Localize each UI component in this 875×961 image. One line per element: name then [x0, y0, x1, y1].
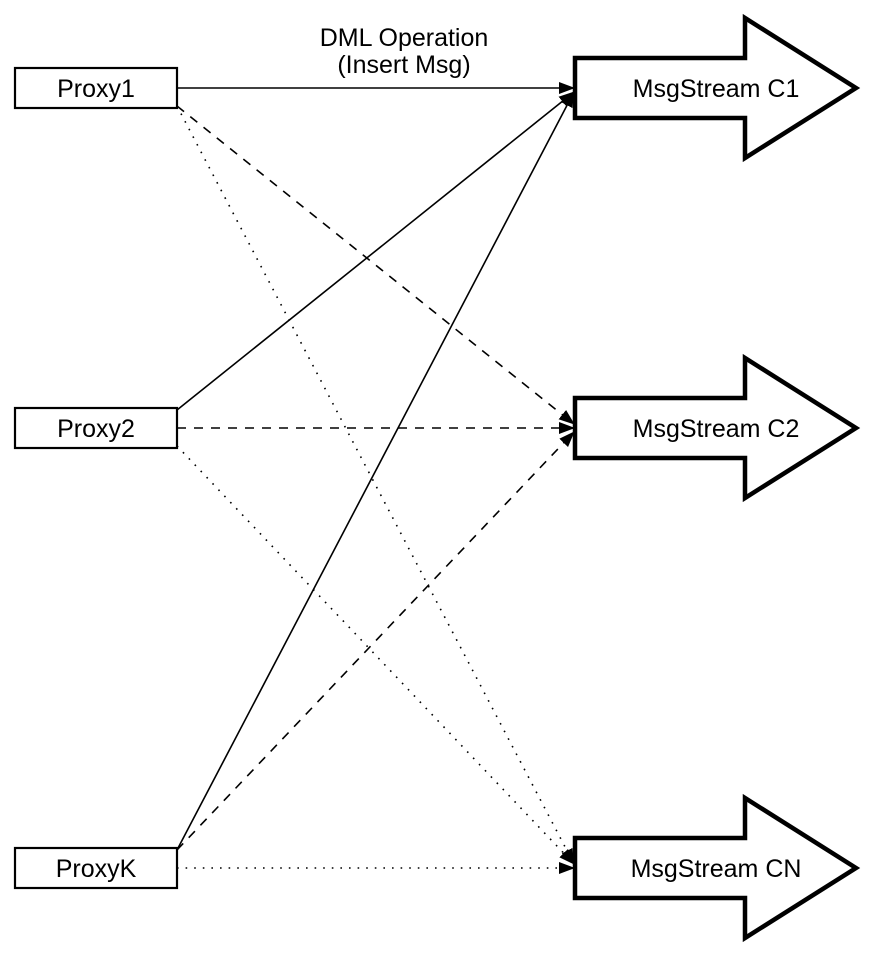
proxy2-box	[13, 406, 179, 450]
proxy2-label: Proxy2	[57, 415, 135, 443]
edge-proxy1-to-cn-dotted	[176, 105, 575, 865]
proxy-node-proxy1: Proxy1	[13, 66, 179, 110]
proxy1-label: Proxy1	[57, 75, 135, 103]
edge-proxy2-to-cn-dotted	[176, 445, 575, 865]
msgstream-c1-label: MsgStream C1	[633, 75, 800, 103]
dml-operation-label-line2: (Insert Msg)	[337, 51, 470, 79]
proxy1-box	[13, 66, 179, 110]
stream-node-cn	[572, 793, 861, 943]
stream-node-c2	[572, 353, 861, 503]
proxy-node-proxy2: Proxy2	[13, 406, 179, 450]
proxyk-box	[13, 846, 179, 890]
dml-operation-label-line1: DML Operation	[320, 24, 489, 52]
edge-lines	[176, 82, 575, 874]
edge-proxy2-to-c1-solid	[176, 91, 575, 411]
edge-proxyk-to-c2-dashed	[176, 431, 575, 851]
msgstream-cn-label: MsgStream CN	[631, 855, 802, 883]
msgstream-c2-arrow-shape	[572, 353, 861, 503]
proxy-node-proxyk: ProxyK	[13, 846, 179, 890]
edge-proxy1-to-c2-dashed	[176, 105, 575, 425]
edge-proxyk-to-c1-solid	[176, 91, 575, 851]
msgstream-c2-label: MsgStream C2	[633, 415, 800, 443]
msgstream-c1-arrow-shape	[572, 13, 861, 163]
proxyk-label: ProxyK	[56, 855, 137, 883]
stream-node-c1	[572, 13, 861, 163]
msgstream-cn-arrow-shape	[572, 793, 861, 943]
